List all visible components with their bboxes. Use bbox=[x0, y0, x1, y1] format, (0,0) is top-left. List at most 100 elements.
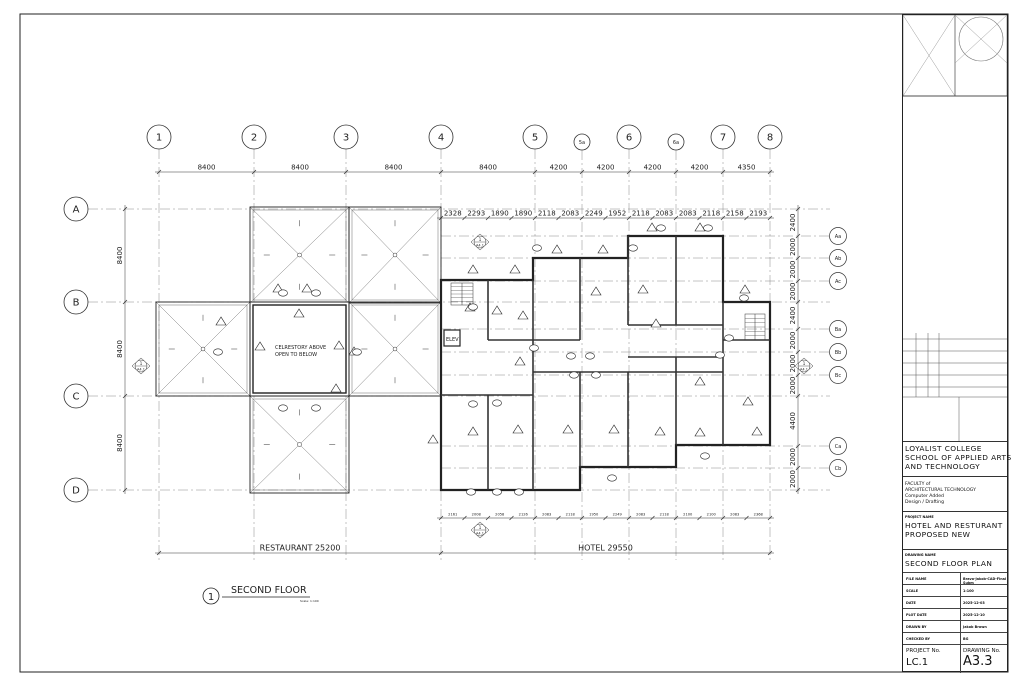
dimension-label: 2118 bbox=[538, 210, 556, 218]
door-tag-icon bbox=[724, 334, 734, 342]
dimension-tick bbox=[673, 169, 679, 175]
info-label: PLOT DATE bbox=[906, 613, 927, 617]
door-tag-icon bbox=[466, 488, 476, 496]
window-tag-icon bbox=[330, 383, 342, 393]
dimension-tick bbox=[251, 169, 257, 175]
window-tag-icon bbox=[215, 316, 227, 326]
dimension-tick bbox=[485, 515, 491, 521]
grid-bubble bbox=[710, 124, 736, 150]
door-tag-icon bbox=[492, 399, 502, 407]
dimension-tick bbox=[720, 215, 726, 221]
drawing-name-box: DRAWING NAME SECOND FLOOR PLAN bbox=[903, 549, 1007, 572]
dimension-label: 2083 bbox=[561, 210, 579, 218]
celestory-wall bbox=[252, 304, 347, 394]
view-number-bubble bbox=[202, 587, 220, 605]
view-number: 1 bbox=[208, 592, 214, 603]
info-label: FILE NAME bbox=[906, 577, 927, 581]
stair bbox=[744, 313, 766, 341]
grid-bubble bbox=[616, 124, 642, 150]
dimension-tick bbox=[795, 299, 801, 305]
faculty-line: Computer Added bbox=[905, 494, 944, 499]
roof-drain-icon bbox=[200, 346, 206, 352]
grid-bubble bbox=[241, 124, 267, 150]
logo-cells bbox=[903, 15, 1007, 97]
dimension-tick bbox=[744, 215, 749, 221]
dimension-tick bbox=[556, 515, 561, 521]
dimension-tick bbox=[532, 169, 538, 175]
grid-bubble bbox=[667, 133, 685, 151]
window-tag-icon bbox=[551, 244, 563, 254]
stair bbox=[450, 282, 474, 306]
grid-subrow-label: Bb bbox=[835, 350, 842, 356]
drawing-no: A3.3 bbox=[963, 654, 993, 669]
roof-drain-icon bbox=[392, 252, 398, 258]
dimension-tick bbox=[438, 550, 444, 556]
dimension-label: 4200 bbox=[691, 164, 709, 172]
door-tag-icon bbox=[492, 488, 502, 496]
window-tag-icon bbox=[562, 424, 574, 434]
door-tag-icon bbox=[703, 224, 713, 232]
dimension-label: 4200 bbox=[644, 164, 662, 172]
grid-bubble bbox=[428, 124, 454, 150]
info-value: 2025-12-03 bbox=[963, 601, 985, 605]
roof-fascia bbox=[252, 209, 347, 301]
grid-row-label: A bbox=[73, 205, 80, 216]
dimension-label: 2118 bbox=[702, 210, 720, 218]
door-tag-icon bbox=[739, 294, 749, 302]
window-tag-icon bbox=[512, 424, 524, 434]
section-number: 1 bbox=[140, 361, 143, 366]
dimension-tick bbox=[626, 215, 632, 221]
grid-column-label: 3 bbox=[343, 133, 349, 144]
elevator-label: ELEV bbox=[446, 337, 459, 343]
section-sheet: A4.1 bbox=[137, 368, 145, 372]
dimension-label: 2118 bbox=[566, 513, 576, 517]
dimension-label: 2126 bbox=[519, 513, 529, 517]
door-tag-icon bbox=[278, 404, 288, 412]
door-tag-icon bbox=[585, 352, 595, 360]
dimension-tick bbox=[122, 487, 128, 493]
door-tag-icon bbox=[278, 289, 288, 297]
section-marker-icon: 1A4.1 bbox=[470, 233, 490, 251]
door-tag-icon bbox=[468, 400, 478, 408]
window-tag-icon bbox=[467, 426, 479, 436]
dimension-tick bbox=[343, 169, 349, 175]
dimension-tick bbox=[509, 515, 514, 521]
roof-fascia bbox=[351, 304, 439, 394]
dimension-tick bbox=[767, 169, 773, 175]
window-tag-icon bbox=[694, 222, 706, 232]
dimension-label: 2249 bbox=[585, 210, 603, 218]
section-number: 1 bbox=[479, 237, 482, 242]
grid-bubble bbox=[829, 366, 847, 384]
door-tag-icon bbox=[700, 452, 710, 460]
grid-bubble bbox=[63, 289, 89, 315]
info-label: DRAWN BY bbox=[906, 625, 927, 629]
faculty-line: FACULTY of bbox=[905, 482, 931, 487]
dimension-label: 2100 bbox=[707, 513, 717, 517]
college-line: LOYALIST COLLEGE bbox=[905, 444, 982, 453]
college-line: AND TECHNOLOGY bbox=[905, 462, 981, 471]
dimension-tick bbox=[795, 326, 801, 332]
dimension-tick bbox=[650, 215, 655, 221]
roof-hip-square bbox=[249, 395, 350, 494]
dimension-label: 2083 bbox=[542, 513, 551, 517]
celestory-outline bbox=[249, 301, 350, 397]
window-tag-icon bbox=[467, 264, 479, 274]
window-tag-icon bbox=[694, 427, 706, 437]
grid-subrow-label: Aa bbox=[835, 234, 841, 240]
dimension-tick bbox=[122, 393, 128, 399]
dimension-tick bbox=[462, 215, 467, 221]
window-tag-icon bbox=[491, 305, 503, 315]
dimension-label: 2118 bbox=[632, 210, 650, 218]
dimension-tick bbox=[795, 233, 801, 239]
dimension-tick bbox=[579, 215, 585, 221]
dimension-label: 2000 bbox=[789, 448, 797, 466]
dimension-label: 2400 bbox=[789, 307, 797, 325]
grid-column-label: 6a bbox=[673, 140, 679, 146]
dimension-tick bbox=[767, 515, 773, 521]
dimension-label: RESTAURANT 25200 bbox=[260, 544, 341, 553]
door-tag-icon bbox=[591, 371, 601, 379]
